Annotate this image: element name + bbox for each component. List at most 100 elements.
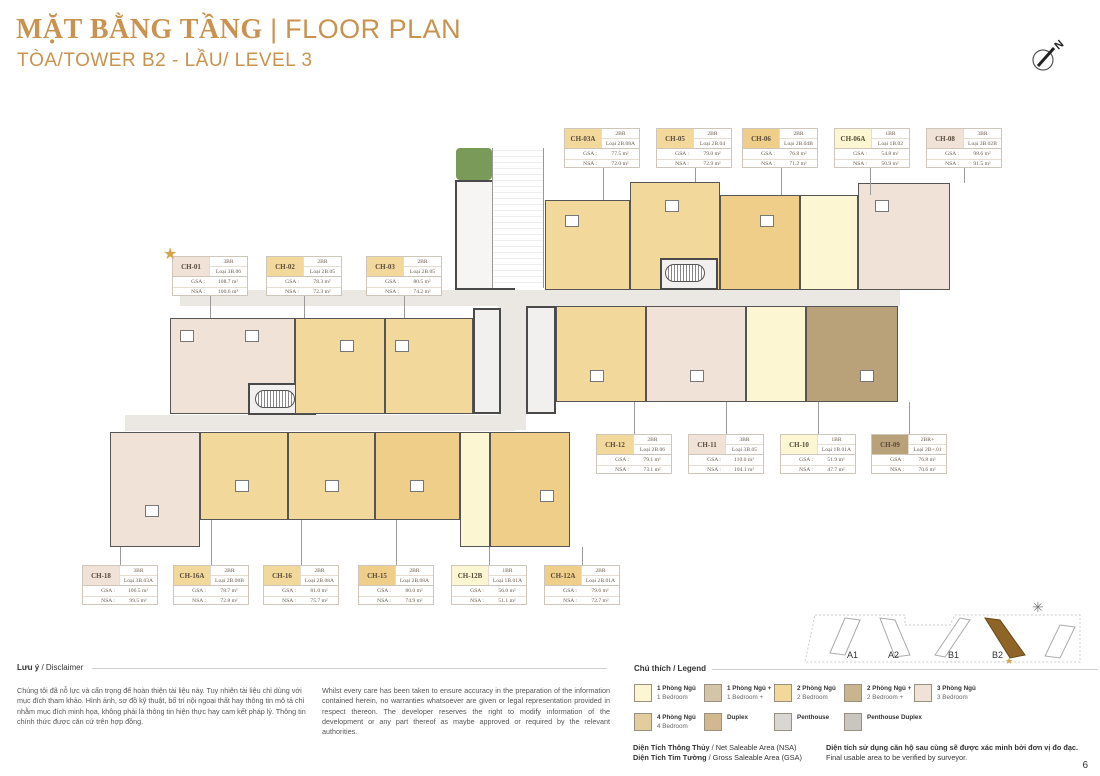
leader-line — [634, 402, 635, 434]
gsa-value: 110.0 m² — [734, 456, 754, 463]
unit-model: Loại 2B.08B — [211, 575, 248, 585]
unit-ch-03[interactable] — [385, 318, 473, 414]
nsa-value: 70.6 m² — [918, 466, 936, 473]
legend-swatch — [774, 713, 792, 731]
site-plan-key: A1 A2 B1 B2 ★ ✳ — [804, 601, 1081, 665]
nsa-value: 51.1 m² — [498, 597, 516, 604]
unit-model: Loại 2B.08A — [301, 575, 338, 585]
svg-text:★: ★ — [1005, 656, 1013, 665]
unit-ch-12[interactable] — [556, 306, 646, 402]
leader-line — [210, 296, 211, 318]
unit-ch-02[interactable] — [295, 318, 385, 414]
leader-line — [489, 547, 490, 565]
unit-card[interactable]: CH-09 2BR+Loại 2B+.01 GSA :76.8 m² NSA :… — [871, 434, 947, 474]
unit-type: 1BR — [885, 130, 896, 137]
unit-ch-03a[interactable] — [545, 200, 630, 290]
unit-model: Loại 1B.01A — [489, 575, 526, 585]
unit-type: 1BR — [831, 436, 842, 443]
unit-ch-10[interactable] — [746, 306, 806, 402]
unit-ch-09[interactable] — [806, 306, 898, 402]
legend-item: 2 Phòng Ngủ +2 Bedroom + — [844, 684, 911, 702]
unit-ch-11[interactable] — [646, 306, 746, 402]
unit-model: Loại 2B.05 — [404, 266, 441, 276]
gsa-label: GSA : — [583, 150, 597, 157]
gsa-value: 77.5 m² — [611, 150, 629, 157]
unit-type: 2BR — [317, 258, 328, 265]
star-icon: ★ — [163, 246, 178, 263]
nsa-label-vi: Diện Tích Thông Thủy — [633, 743, 710, 752]
gsa-label: GSA : — [285, 278, 299, 285]
divider — [92, 668, 607, 669]
bed-icon — [690, 370, 704, 382]
leader-line — [726, 402, 727, 434]
unit-ch-15[interactable] — [375, 432, 460, 520]
unit-ch-08[interactable] — [858, 183, 950, 290]
legend-label-vi: 1 Phòng Ngủ + — [727, 685, 772, 692]
svg-text:B1: B1 — [948, 650, 959, 660]
unit-model: Loại 2B.06 — [634, 444, 671, 454]
surveyor-note: Diện tích sử dụng căn hộ sau cùng sẽ đượ… — [826, 743, 1078, 762]
legend-label-vi: Duplex — [727, 714, 748, 721]
unit-ch-06[interactable] — [720, 195, 800, 290]
gsa-value: 98.6 m² — [973, 150, 991, 157]
nsa-value: 91.5 m² — [973, 160, 991, 167]
legend-label-vi: Penthouse Duplex — [867, 714, 922, 721]
legend-label-vi: 3 Phòng Ngủ — [937, 685, 976, 692]
gsa-label-vi: Diện Tích Tim Tường — [633, 752, 707, 762]
legend-item: Duplex — [704, 713, 748, 731]
nsa-label: NSA : — [282, 597, 296, 604]
corridor-lower — [125, 415, 515, 431]
gsa-value: 79.1 m² — [643, 456, 661, 463]
unit-ch-16a[interactable] — [200, 432, 288, 520]
unit-type: 2BR — [647, 436, 658, 443]
legend-swatch — [634, 684, 652, 702]
nsa-value: 74.9 m² — [405, 597, 423, 604]
north-arrow-icon: N — [1032, 38, 1066, 71]
unit-ch-12b[interactable] — [460, 432, 490, 547]
gsa-value: 78.7 m² — [220, 587, 238, 594]
unit-ch-06a[interactable] — [800, 195, 858, 290]
gsa-value: 51.9 m² — [827, 456, 845, 463]
staircase — [665, 264, 705, 282]
unit-code: CH-16A — [174, 566, 210, 585]
bed-icon — [245, 330, 259, 342]
legend-label-vi: 2 Phòng Ngủ — [797, 685, 836, 692]
unit-code: CH-03A — [565, 129, 601, 148]
gsa-value: 80.0 m² — [405, 587, 423, 594]
unit-type: 2BR — [417, 258, 428, 265]
unit-type: 2BR — [793, 130, 804, 137]
unit-ch-18[interactable] — [110, 432, 200, 547]
unit-model: Loại 3B.06 — [210, 266, 247, 276]
unit-ch-16[interactable] — [288, 432, 375, 520]
unit-code: CH-05 — [657, 129, 693, 148]
leader-line — [603, 168, 604, 200]
disclaimer-heading-vi: Lưu ý — [17, 663, 40, 672]
unit-code: CH-08 — [927, 129, 963, 148]
unit-ch-12a[interactable] — [490, 432, 570, 547]
unit-type: 1BR — [502, 567, 513, 574]
unit-type: 3BR — [977, 130, 988, 137]
legend-label-en: 2 Bedroom + — [867, 694, 904, 701]
nsa-label-en: / Net Saleable Area (NSA) — [711, 743, 797, 752]
nsa-label: NSA : — [470, 597, 484, 604]
bed-icon — [180, 330, 194, 342]
disclaimer-heading: Lưu ý / Disclaimer — [17, 663, 83, 672]
unit-type: 3BR — [223, 258, 234, 265]
